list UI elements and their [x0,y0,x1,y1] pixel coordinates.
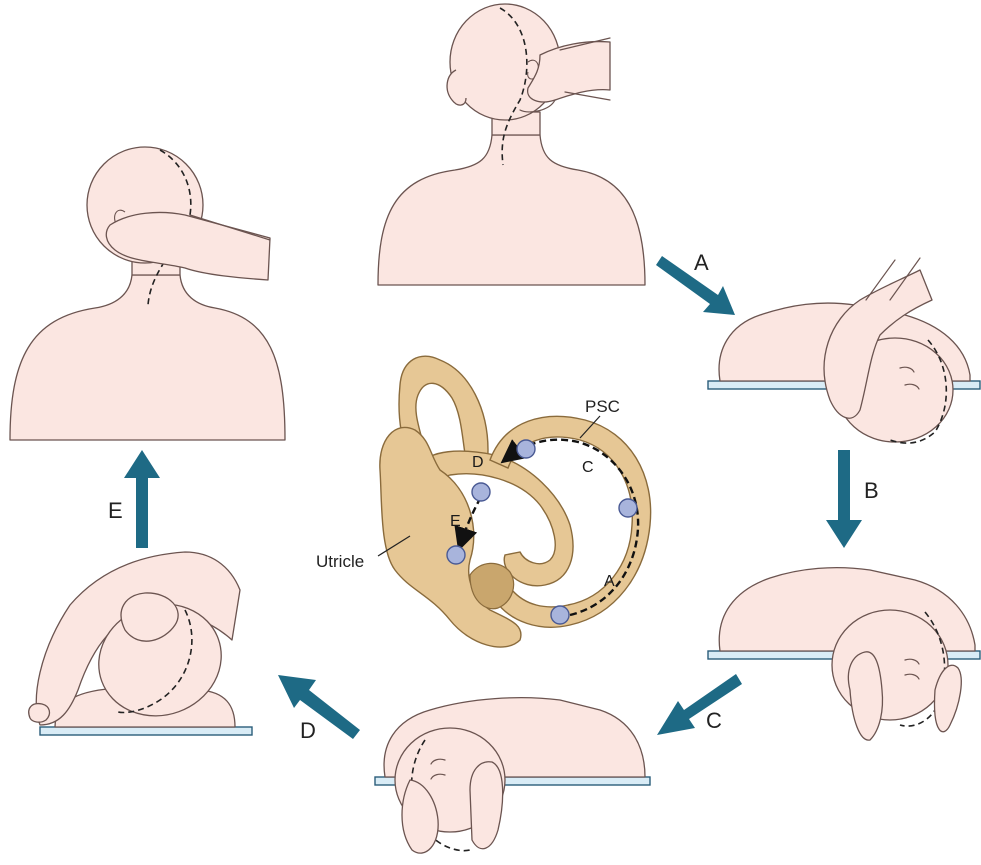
canal-pos-c: C [582,459,594,476]
figure-sitting-up [29,552,252,735]
otolith-e [447,546,465,564]
step-label-b: B [864,478,879,503]
canal-pos-a: A [604,573,615,590]
psc-label: PSC [585,397,620,416]
figure-seated-start [378,4,645,285]
otolith-c [619,499,637,517]
step-label-a: A [694,250,709,275]
canal-pos-d: D [472,454,484,471]
figure-side-lying [375,698,650,853]
step-arrow-c: C [657,674,742,735]
step-arrow-b: B [826,450,879,548]
otolith-d2 [472,483,490,501]
step-label-e: E [108,498,123,523]
step-arrow-e: E [108,450,160,548]
otolith-a [551,606,569,624]
figure-seated-end [10,147,285,440]
step-arrow-d: D [278,675,360,743]
utricle-label: Utricle [316,552,364,571]
otolith-d [517,440,535,458]
canal-pos-e: E [450,513,461,530]
figure-supine-dix-hallpike [708,258,980,443]
step-label-c: C [706,708,722,733]
step-label-d: D [300,718,316,743]
step-arrow-a: A [656,250,735,315]
figure-supine-head-turned [708,568,980,741]
